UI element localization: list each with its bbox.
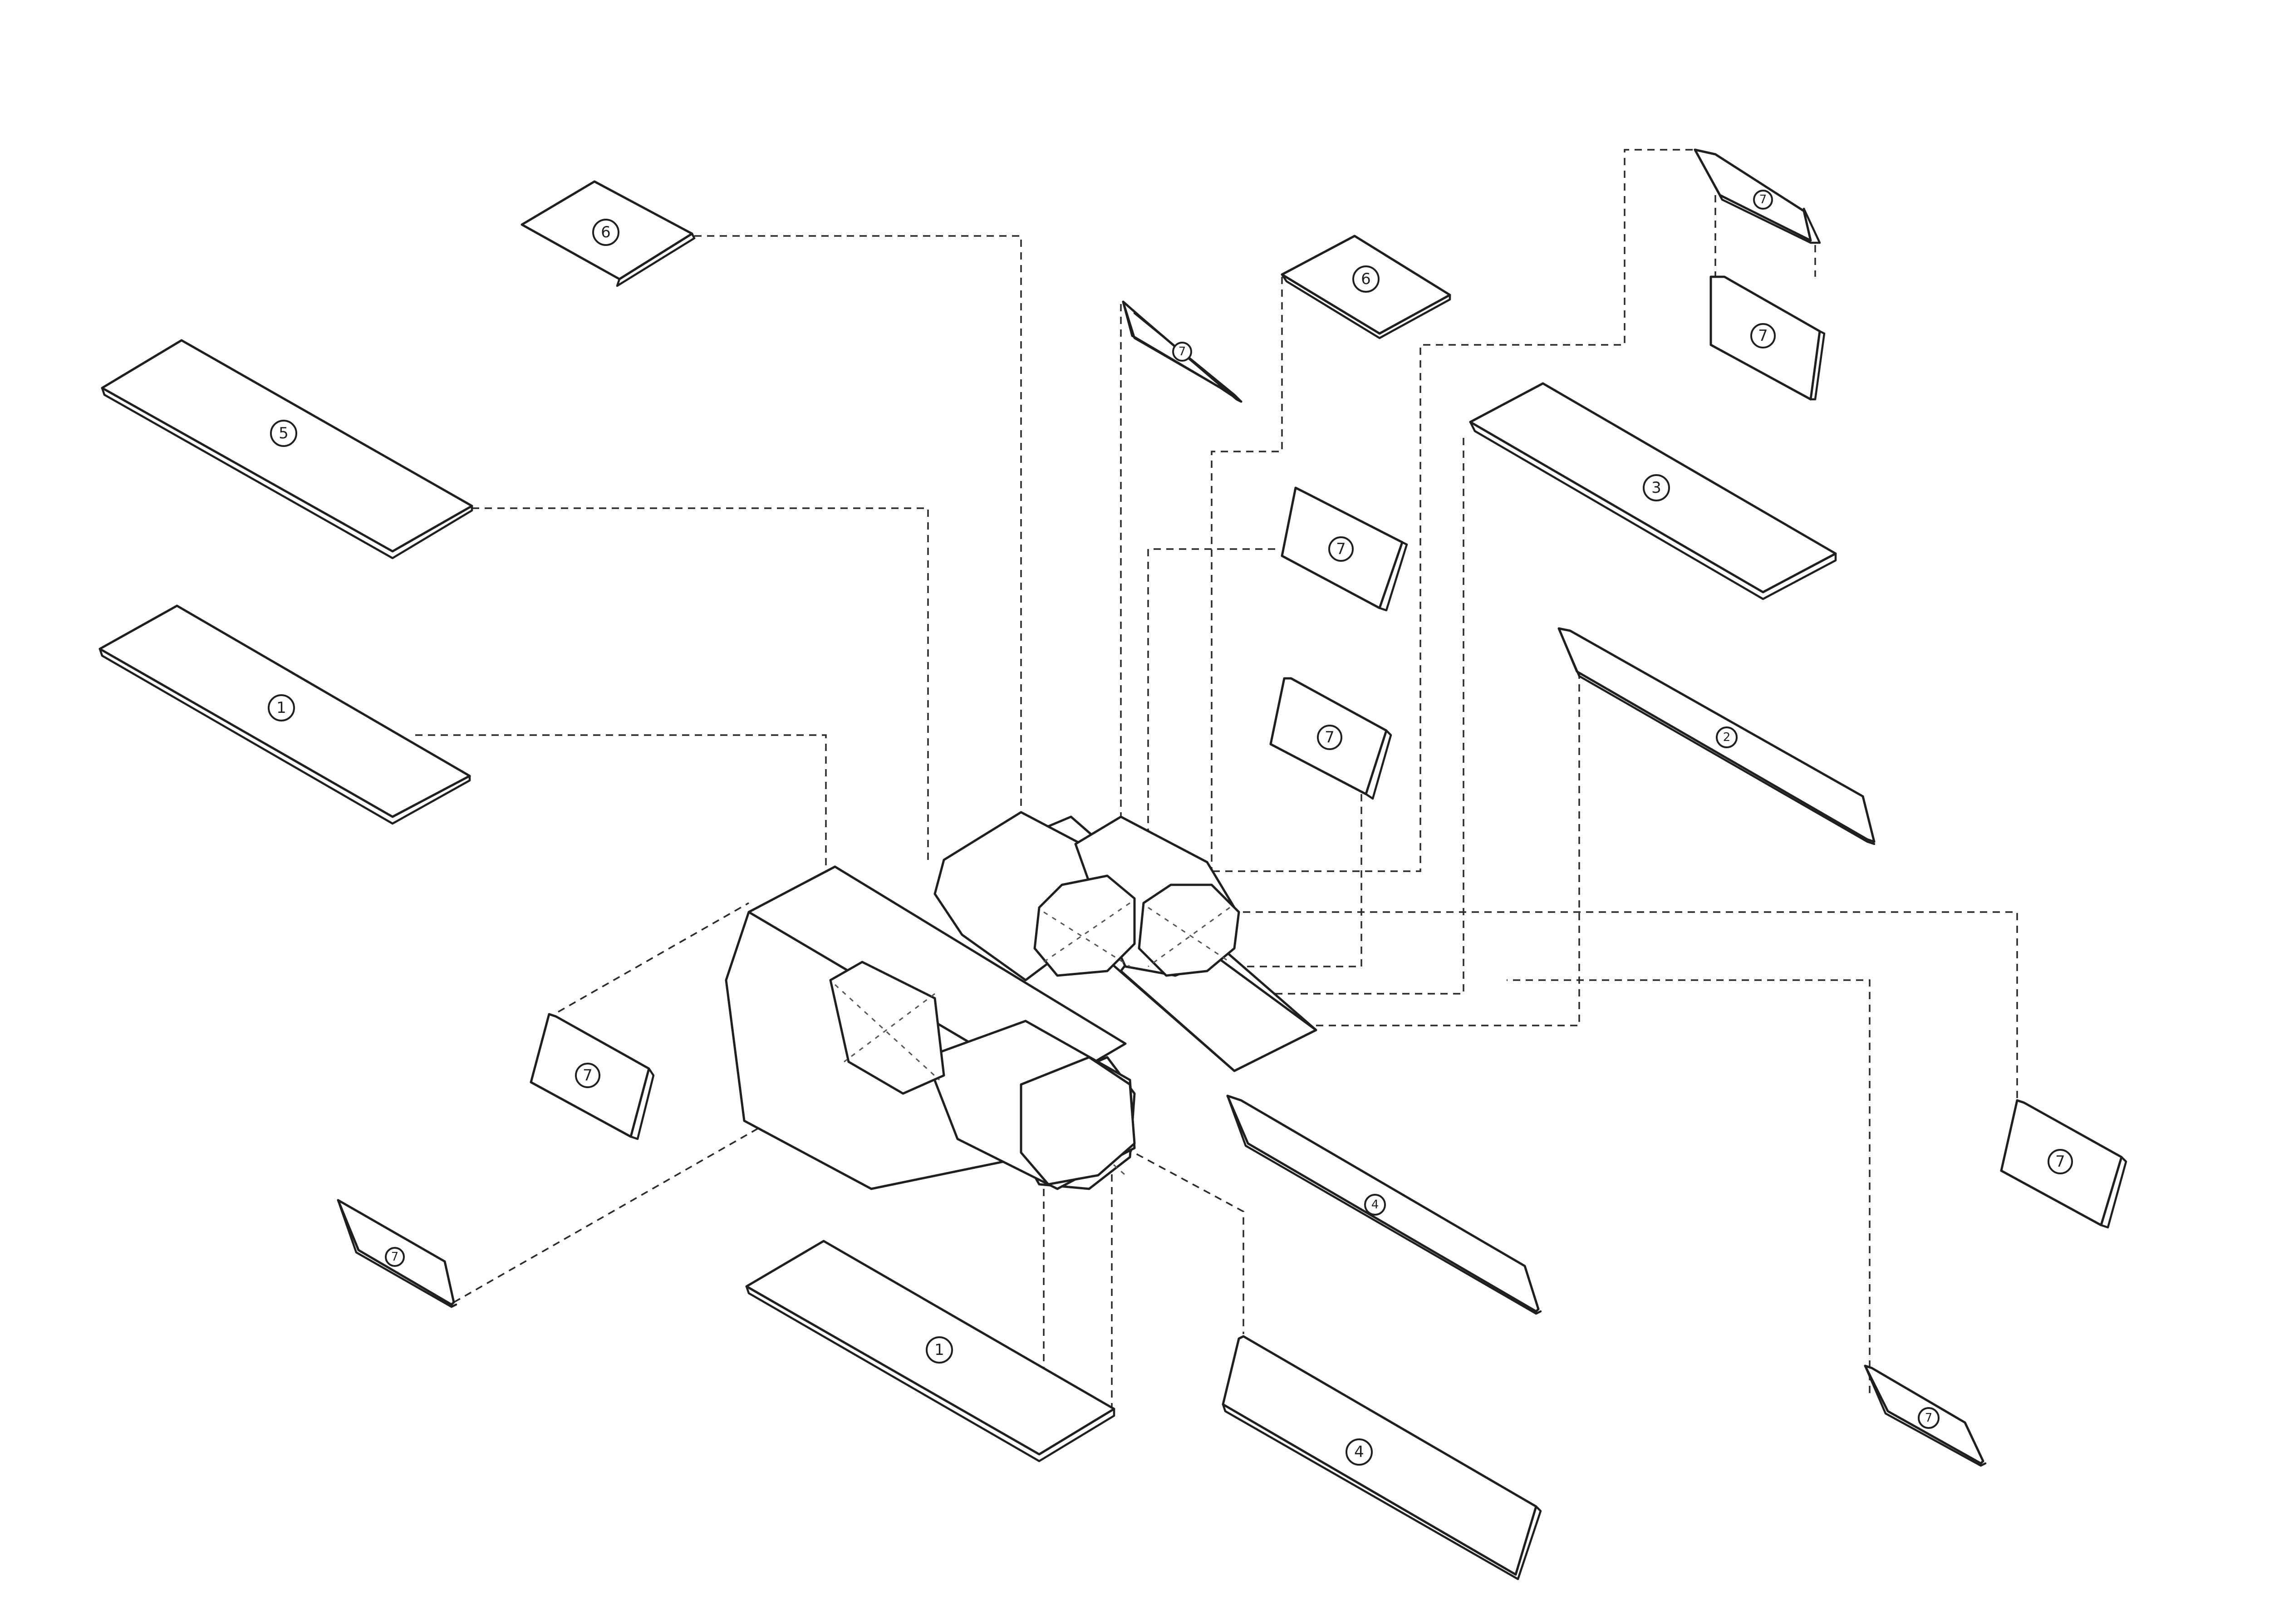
panel-4-thin-label: 4: [1371, 1198, 1379, 1212]
rear-hex-face-left-diag-1: [1043, 911, 1130, 967]
panel-7-small-left-label: 7: [391, 1250, 399, 1264]
leader-line-p7-small-right: [1507, 979, 1871, 1393]
panel-7-top-a-label: 7: [1759, 193, 1767, 206]
panel-6-left: 6: [521, 180, 696, 287]
leader-line-p7-center-a: [1147, 548, 1275, 908]
rear-hex-face-right-diag-1: [1148, 907, 1230, 963]
panel-7-right-label: 7: [2055, 1153, 2065, 1171]
panel-2-label: 2: [1723, 731, 1731, 744]
front-hex-lower-face: [1020, 1056, 1136, 1186]
panel-1-top: 1: [98, 604, 471, 825]
rear-hex-face-right-diag-2: [1148, 907, 1230, 967]
rear-hex-face-left-diag-2: [1043, 902, 1130, 963]
front-hex-left-inner-diag-1: [834, 984, 940, 1081]
panel-7-small-upper-label: 7: [1179, 345, 1186, 358]
panel-4-wide: 4: [1222, 1335, 1542, 1580]
panel-2: 2: [1557, 627, 1876, 845]
panel-7-center-a-label: 7: [1336, 540, 1346, 558]
panel-7-top-b-label: 7: [1758, 327, 1768, 345]
panel-7-top-a: 7: [1694, 148, 1821, 244]
leader-line-p7-right: [1198, 911, 2018, 1098]
leader-line-p7-mid-left: [558, 902, 749, 1013]
panel-1-top-label: 1: [276, 699, 286, 717]
panel-6-left-label: 6: [601, 223, 611, 241]
panel-7-center-b: 7: [1269, 677, 1392, 800]
leader-line-p6-right: [1211, 277, 1283, 921]
panel-7-small-right: 7: [1864, 1364, 1987, 1467]
rear-hex-face-left: [1033, 874, 1136, 977]
panel-3: 3: [1469, 382, 1837, 600]
leader-line-p7-small-left: [453, 1084, 835, 1303]
leader-line-p5: [472, 507, 929, 862]
panel-3-label: 3: [1651, 479, 1661, 497]
hexagonal-core-assembly: [725, 811, 1317, 1190]
rear-hex-face-right: [1138, 883, 1240, 977]
panel-5: 5: [101, 339, 473, 559]
leader-line-p2: [1311, 672, 1580, 1026]
leader-line-p7-top: [1189, 149, 1693, 872]
panel-7-small-right-label: 7: [1925, 1411, 1933, 1425]
leader-line-p6-left: [694, 235, 1022, 817]
panel-4-wide-label: 4: [1354, 1443, 1364, 1461]
panel-7-small-upper: 7: [1122, 300, 1243, 403]
leader-line-p1-top: [415, 734, 827, 871]
panel-7-center-b-label: 7: [1325, 728, 1335, 746]
panel-6-right-label: 6: [1361, 270, 1371, 288]
panel-1-bottom: 1: [745, 1240, 1115, 1462]
panel-1-bottom-label: 1: [934, 1341, 944, 1359]
panel-7-top-b: 7: [1709, 275, 1826, 401]
leader-line-p4-wide: [1125, 1147, 1244, 1334]
panel-7-mid-left-label: 7: [583, 1066, 593, 1084]
panel-7-small-left: 7: [337, 1199, 457, 1308]
leader-line-p7-center-b: [1198, 794, 1362, 967]
panel-7-mid-left: 7: [530, 1013, 655, 1140]
panel-6-right: 6: [1281, 235, 1451, 339]
panel-4-thin: 4: [1226, 1094, 1542, 1315]
panel-7-right: 7: [2000, 1099, 2127, 1229]
front-hex-left-inner: [829, 961, 945, 1095]
panel-5-label: 5: [279, 424, 289, 442]
panel-7-center-a: 7: [1281, 486, 1408, 612]
